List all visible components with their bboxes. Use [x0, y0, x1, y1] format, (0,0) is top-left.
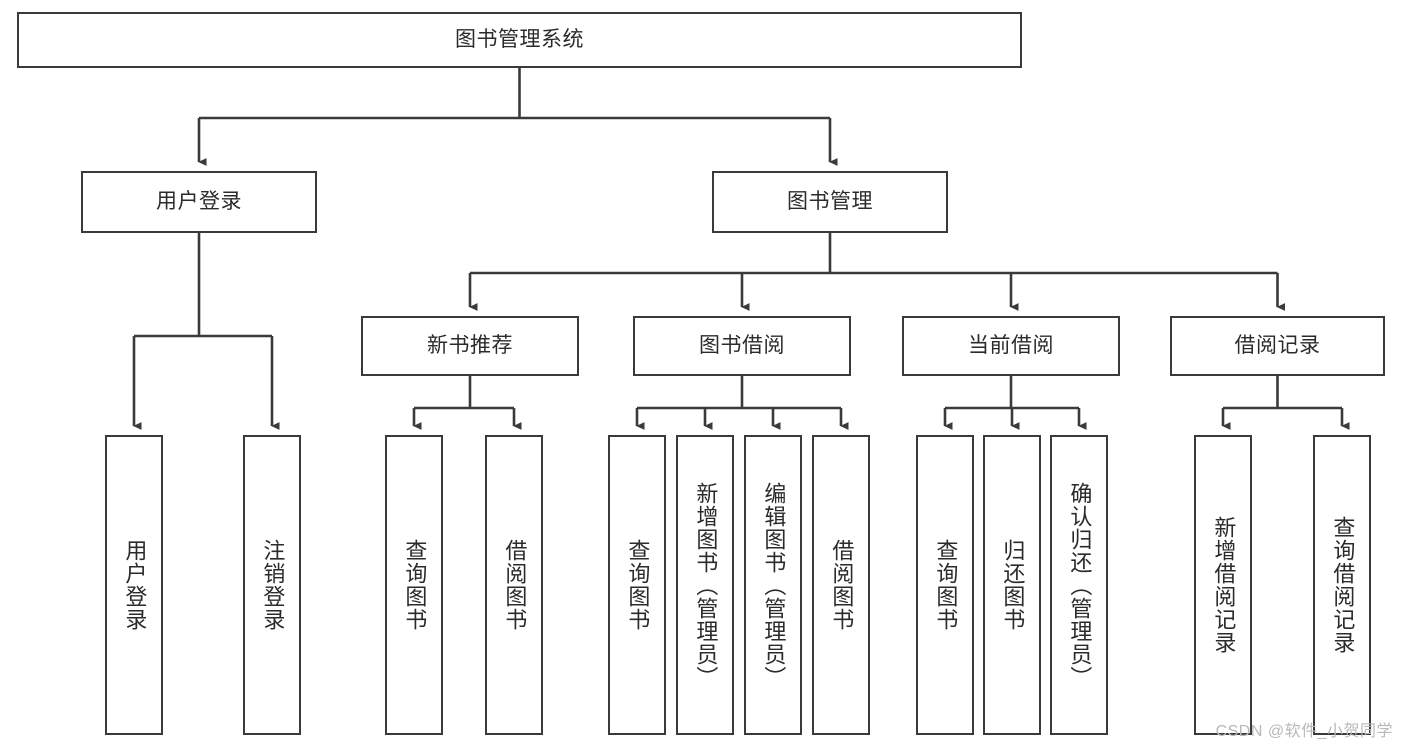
node-borrow: 图书借阅: [633, 316, 851, 376]
node-root: 图书管理系统: [17, 12, 1022, 68]
node-label: 图书借阅: [699, 333, 785, 357]
node-label: 借阅图书: [502, 539, 528, 631]
node-leaf-rc-add: 新增借阅记录: [1194, 435, 1252, 735]
node-leaf-rc-q: 查询借阅记录: [1313, 435, 1371, 735]
node-leaf-login: 用户登录: [105, 435, 163, 735]
node-bookmgmt: 图书管理: [712, 171, 948, 233]
node-label: 新书推荐: [427, 333, 513, 357]
node-label: 新增借阅记录: [1211, 516, 1237, 654]
node-records: 借阅记录: [1170, 316, 1385, 376]
watermark-text: CSDN @软件_小贺同学: [1215, 723, 1393, 740]
node-leaf-cu-q: 查询图书: [916, 435, 974, 735]
node-label: 当前借阅: [968, 333, 1054, 357]
node-leaf-bw-b: 借阅图书: [812, 435, 870, 735]
node-leaf-bw-edit: 编辑图书（管理员）: [744, 435, 802, 735]
node-label: 图书管理系统: [455, 27, 584, 51]
node-label: 注销登录: [260, 539, 286, 631]
node-label: 查询图书: [402, 539, 428, 631]
node-label: 借阅图书: [829, 539, 855, 631]
node-label: 确认归还（管理员）: [1067, 481, 1093, 689]
node-label: 归还图书: [1000, 539, 1026, 631]
node-label: 编辑图书（管理员）: [761, 481, 787, 689]
node-leaf-bw-q: 查询图书: [608, 435, 666, 735]
node-label: 用户登录: [156, 189, 242, 213]
node-leaf-nb-q: 查询图书: [385, 435, 443, 735]
node-label: 新增图书（管理员）: [693, 481, 719, 689]
node-label: 查询图书: [625, 539, 651, 631]
node-label: 用户登录: [122, 539, 148, 631]
node-current: 当前借阅: [902, 316, 1120, 376]
node-login: 用户登录: [81, 171, 317, 233]
node-leaf-cu-ret: 归还图书: [983, 435, 1041, 735]
node-leaf-cu-conf: 确认归还（管理员）: [1050, 435, 1108, 735]
node-label: 查询借阅记录: [1330, 516, 1356, 654]
node-leaf-logout: 注销登录: [243, 435, 301, 735]
node-label: 查询图书: [933, 539, 959, 631]
node-newbook: 新书推荐: [361, 316, 579, 376]
node-leaf-bw-add: 新增图书（管理员）: [676, 435, 734, 735]
node-leaf-nb-b: 借阅图书: [485, 435, 543, 735]
node-label: 图书管理: [787, 189, 873, 213]
node-label: 借阅记录: [1234, 333, 1321, 357]
